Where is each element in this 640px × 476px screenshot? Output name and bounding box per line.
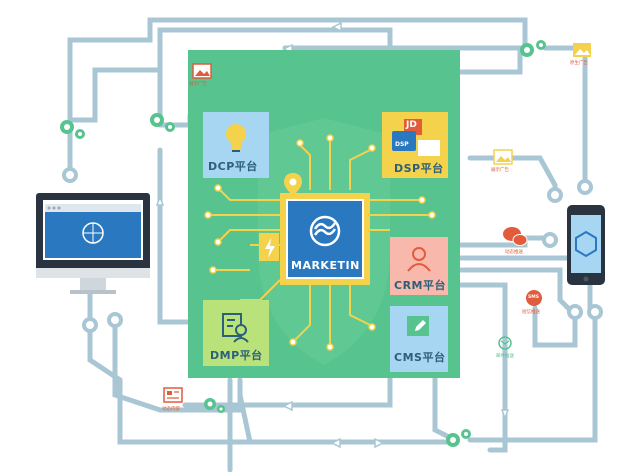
image-icon [493, 149, 513, 165]
dcp-module-label: DCP平台 [208, 160, 258, 173]
crm-module [390, 237, 448, 295]
gear-icon [204, 398, 225, 413]
native-ad-label: 原生广告 [570, 61, 588, 66]
wechat-push-label: 动态推送 [505, 250, 523, 255]
crm-module-label: CRM平台 [394, 279, 446, 292]
email-icon [498, 336, 512, 350]
flow-arrows [155, 21, 510, 449]
gear-icon [446, 429, 471, 447]
monitor-icon [36, 193, 150, 294]
connector-lines [67, 17, 598, 473]
gear-icon [150, 113, 175, 132]
lightning-icon [259, 233, 279, 261]
wechat-icon [503, 227, 528, 246]
display-ad-label-right: 展示广告 [491, 168, 509, 173]
sms-icon [526, 290, 542, 306]
location-pin-icon [284, 173, 302, 196]
dmp-module-label: DMP平台 [210, 349, 263, 362]
gear-icon [520, 40, 546, 57]
cms-module-label: CMS平台 [394, 351, 446, 364]
profile-card-icon [222, 313, 249, 343]
center-label: MARKETIN [291, 259, 360, 272]
center-chip [286, 199, 364, 279]
jd-badge-label: JD [406, 120, 417, 130]
email-push-label: 邮件推送 [496, 354, 514, 359]
user-icon [407, 247, 431, 272]
smartphone-icon [567, 205, 605, 285]
connector-endpoints [62, 167, 603, 333]
content-card-icon [163, 387, 183, 403]
image-icon [573, 43, 591, 57]
sms-badge-label: SMS [528, 295, 539, 300]
gear-icon [60, 120, 85, 139]
dynamic-content-label: 动态内容 [162, 407, 180, 412]
dsp-panel [418, 140, 440, 156]
image-icon [192, 63, 212, 79]
sms-push-label: 短信推送 [522, 310, 540, 315]
display-ad-label-top: 展示广告 [189, 82, 207, 87]
dsp-module-label: DSP平台 [394, 162, 444, 175]
dsp-badge-box [392, 131, 416, 151]
edit-icon [407, 316, 429, 336]
lightbulb-icon [226, 124, 246, 152]
circuit-traces [210, 140, 430, 345]
circuit-nodes [204, 134, 436, 351]
dsp-badge-label: DSP [395, 141, 409, 148]
marketin-logo-icon [309, 215, 341, 247]
